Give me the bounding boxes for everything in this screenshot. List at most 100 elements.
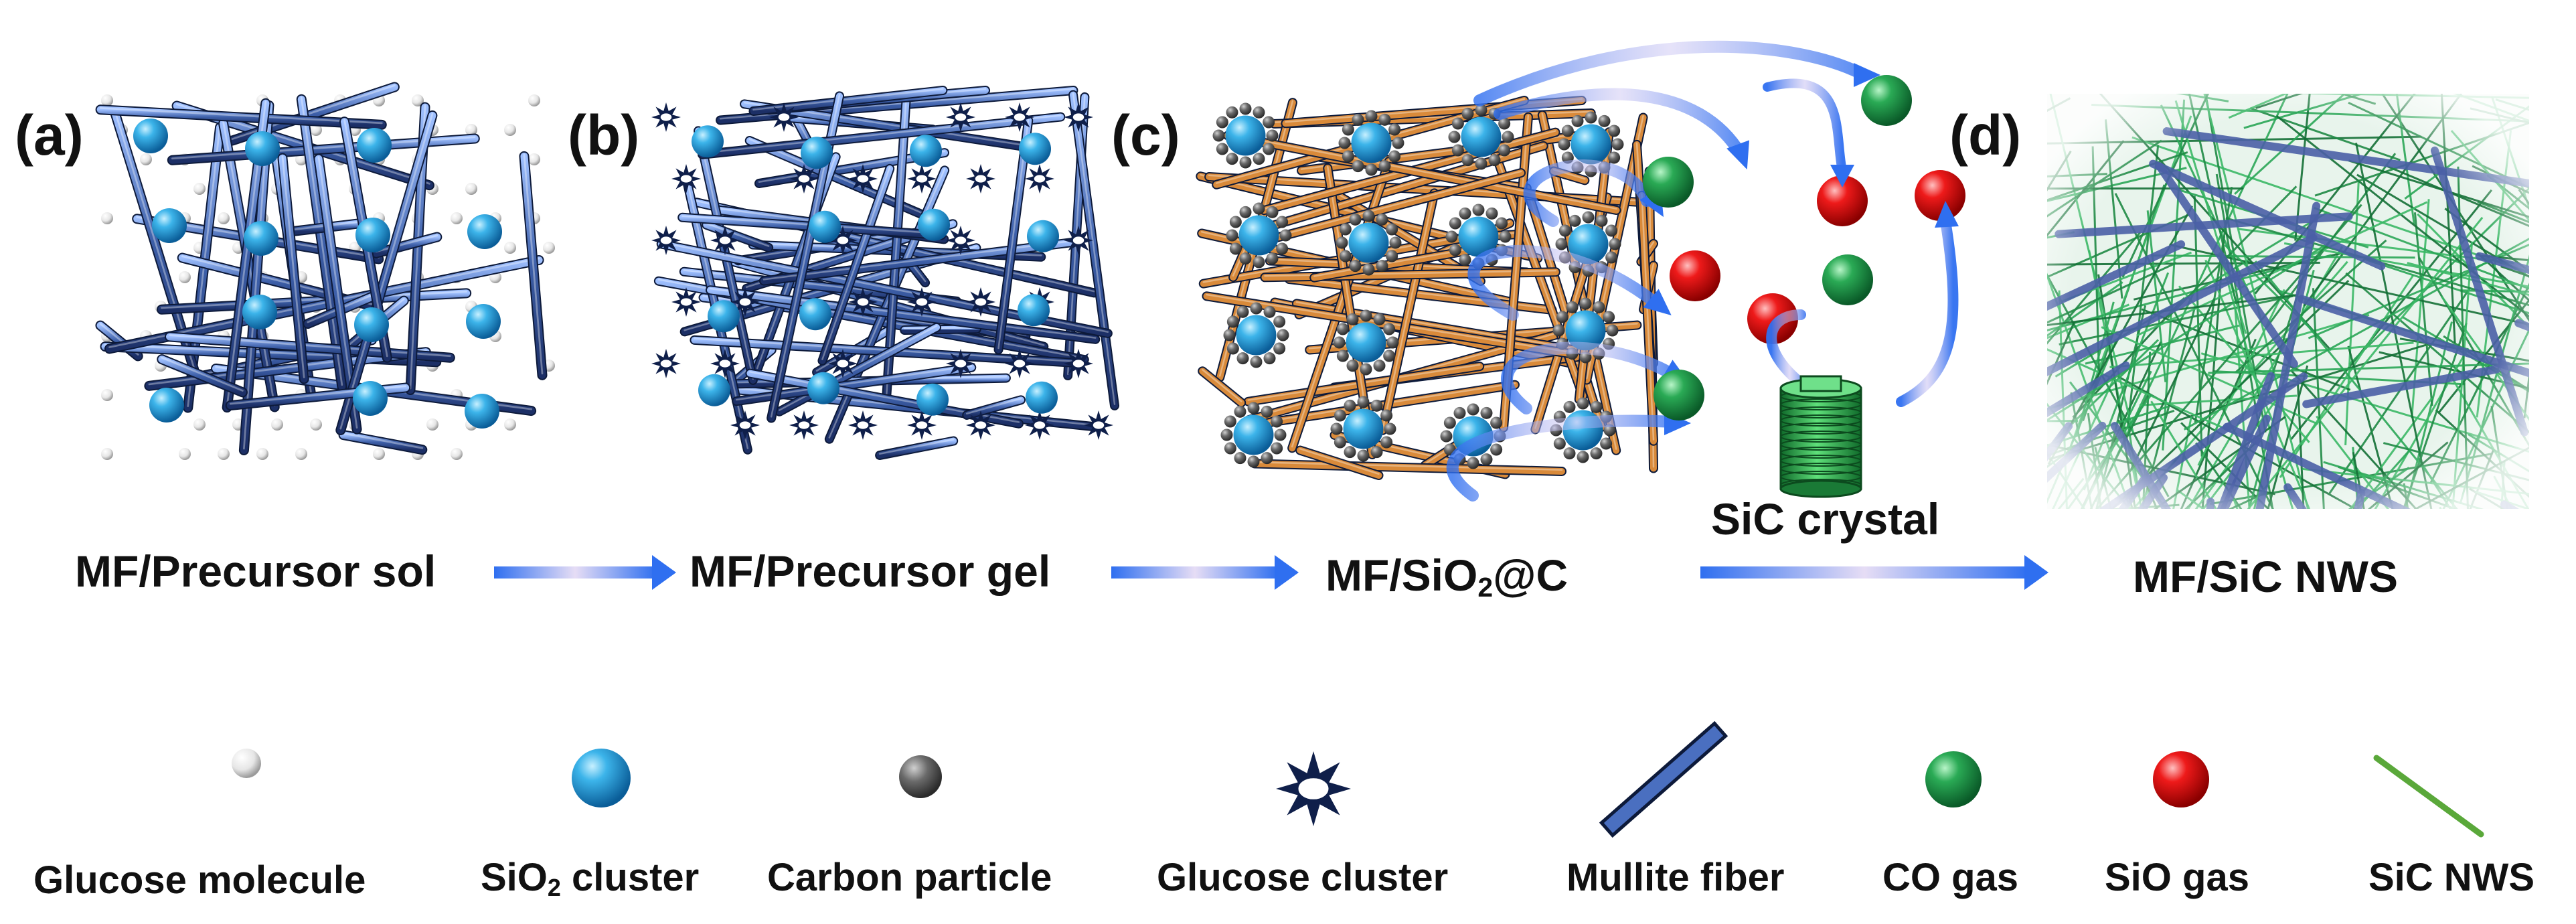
carbon-particle [1349, 260, 1362, 273]
carbon-particle [1563, 400, 1576, 413]
sic-nanowire [1796, 516, 2162, 785]
mullite-fiber [703, 221, 773, 251]
carbon-particle [1472, 204, 1485, 216]
mullite-fiber [158, 356, 246, 396]
mullite-fiber [746, 137, 939, 224]
sio2-cluster [133, 119, 168, 153]
arrow-head [1726, 140, 1750, 170]
sio-gas-molecule [1670, 250, 1720, 301]
mullite-fiber [963, 396, 1025, 418]
flow-arrow-shaft [1111, 566, 1279, 579]
glucose-molecule [451, 448, 463, 460]
carbon-particle [1266, 252, 1279, 265]
sic-nanowire [2515, 524, 2576, 629]
carbon-particle [1365, 163, 1378, 176]
carbon-particle [1250, 356, 1263, 368]
reaction-arrow [1763, 78, 1847, 175]
sio2-cluster [242, 295, 277, 329]
arrow-head [1935, 201, 1959, 228]
sio-gas-molecule [1915, 170, 1965, 221]
carbon-particle [1383, 323, 1396, 335]
sio2-cluster [1018, 294, 1050, 327]
carbon-particle [1556, 311, 1568, 323]
glucose-cluster [1064, 349, 1093, 378]
carbon-particle [1608, 151, 1621, 164]
carbon-particle [1352, 113, 1364, 126]
glucose-molecule [310, 124, 322, 136]
carbon-particle [1389, 236, 1402, 249]
sio2-cluster [692, 125, 724, 158]
glucose-molecule-icon [232, 749, 261, 778]
carbon-particle [1451, 144, 1464, 157]
sio2-cluster [353, 381, 388, 416]
carbon-particle [1488, 154, 1501, 167]
carbon-particle [1579, 297, 1592, 310]
carbon-particle [1236, 305, 1249, 318]
mullite-fiber [706, 287, 1099, 343]
arrow-head [1830, 165, 1854, 187]
panel-b-gel-structure [651, 86, 1119, 460]
carbon-particle [1273, 315, 1286, 328]
carbon-particle [1388, 123, 1401, 136]
glucose-cluster [848, 287, 878, 317]
flow-arrow-head [2024, 555, 2048, 590]
glucose-cluster [907, 287, 937, 317]
carbon-particle [1609, 238, 1621, 250]
sio2-cluster [149, 388, 184, 422]
glucose-cluster [710, 349, 740, 378]
sic-nanowire [2469, 487, 2505, 509]
carbon-particle [1443, 416, 1456, 429]
carbon-particle [1336, 323, 1349, 335]
carbon-particle [1608, 125, 1621, 137]
glucose-cluster [907, 410, 937, 440]
glucose-cluster [828, 349, 858, 378]
carbon-particle [1459, 207, 1471, 220]
carbon-particle [1349, 213, 1362, 226]
carbon-particle [1577, 397, 1589, 410]
glucose-molecule [295, 448, 307, 460]
legend-label-sio2-cluster: SiO2 cluster [481, 856, 700, 901]
mullite-fiber [166, 333, 454, 362]
reaction-arrow [1501, 341, 1680, 414]
carbon-particle [1448, 131, 1461, 143]
panel-c-label: (c) [1111, 104, 1180, 167]
carbon-particle [1342, 150, 1354, 163]
carbon-particle [1239, 102, 1252, 115]
sio2-cluster [244, 221, 278, 256]
glucose-cluster [1005, 102, 1034, 132]
glucose-cluster [1025, 164, 1054, 194]
carbon-particle [1566, 301, 1579, 313]
sic-nanowire [2088, 527, 2241, 535]
carbon-particle [1611, 138, 1624, 151]
carbon-particle [1344, 446, 1356, 459]
panel-a-label: (a) [15, 104, 84, 167]
carbon-coated-fiber [1297, 447, 1382, 479]
carbon-particle [1498, 144, 1511, 157]
glucose-molecule [412, 94, 424, 106]
carbon-particle [1250, 302, 1263, 315]
glucose-molecule [193, 418, 206, 431]
carbon-particle [1357, 449, 1370, 462]
carbon-particle [1490, 443, 1503, 456]
carbon-coated-fiber [1224, 132, 1620, 214]
carbon-particle [1271, 415, 1283, 428]
sic-nanowire [2015, 497, 2121, 616]
carbon-particle [1440, 430, 1453, 443]
legend-label-carbon-particle: Carbon particle [767, 856, 1052, 899]
carbon-particle [1339, 223, 1352, 236]
carbon-particle [1247, 402, 1260, 414]
glucose-molecule [504, 242, 516, 254]
glucose-molecule [101, 94, 113, 106]
reaction-arrow [1766, 309, 1813, 394]
glucose-molecule [451, 212, 463, 224]
mullite-fiber [110, 107, 198, 374]
sio2-cluster [1236, 315, 1277, 356]
arrow-head [1643, 289, 1672, 315]
sio2-cluster [1348, 222, 1389, 263]
sio2-cluster [1019, 133, 1051, 165]
carbon-particle [1239, 206, 1252, 218]
carbon-particle [1386, 223, 1398, 236]
carbon-particle [1498, 117, 1511, 130]
glucose-molecule [310, 418, 322, 431]
